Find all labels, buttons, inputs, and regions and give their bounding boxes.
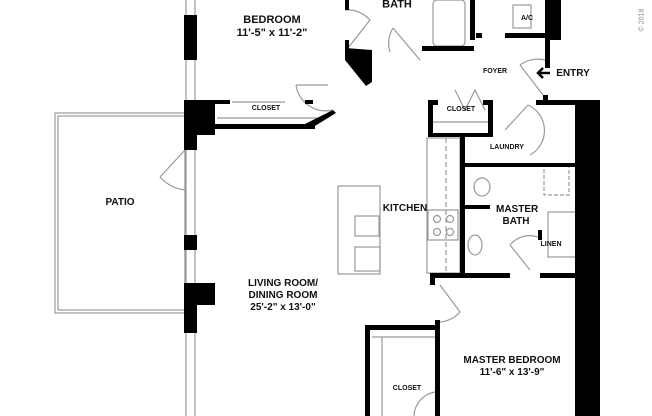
room-name: MASTER BEDROOM: [463, 355, 561, 366]
room-bedroom: BEDROOM 11'-5" x 11'-2": [237, 14, 308, 40]
copyright-text: © 2018: [638, 8, 646, 32]
room-linen: LINEN: [540, 240, 562, 248]
room-foyer: FOYER: [482, 67, 508, 75]
stove: [427, 209, 459, 241]
bathroom-sink: [467, 234, 483, 256]
kitchen-counter: [426, 137, 461, 274]
room-kitchen: KITCHEN: [382, 203, 428, 214]
room-size: 11'-5" x 11'-2": [236, 27, 308, 39]
room-size: 25'-2" x 13'-0": [250, 302, 316, 313]
room-size: 11'-6" x 13'-9": [479, 367, 545, 378]
room-name: LIVING ROOM/: [248, 278, 318, 289]
kitchen-island: [337, 185, 381, 275]
room-patio: PATIO: [105, 197, 135, 208]
room-living-dining: LIVING ROOM/ DINING ROOM 25'-2" x 13'-0": [248, 278, 318, 314]
room-master-bedroom: MASTER BEDROOM 11'-6" x 13'-9": [463, 355, 560, 379]
room-name: BEDROOM: [243, 13, 301, 26]
room-bath: BATH: [382, 0, 412, 11]
walls: [184, 0, 600, 416]
washer-dryer: [543, 164, 570, 196]
room-closet-foyer: CLOSET: [446, 105, 476, 113]
room-closet-bedroom: CLOSET: [251, 104, 281, 112]
entry-arrow-icon: [536, 67, 550, 79]
room-master-bath: MASTER BATH: [496, 204, 539, 227]
patio-outline: [54, 112, 186, 314]
room-closet-master: CLOSET: [392, 384, 422, 392]
toilet: [473, 177, 491, 197]
bathtub: [432, 0, 466, 47]
room-laundry: LAUNDRY: [490, 143, 524, 151]
ac-unit: [512, 4, 532, 29]
entry-label: ENTRY: [556, 68, 590, 79]
room-ac: A/C: [520, 14, 534, 22]
room-name: DINING ROOM: [248, 290, 318, 301]
